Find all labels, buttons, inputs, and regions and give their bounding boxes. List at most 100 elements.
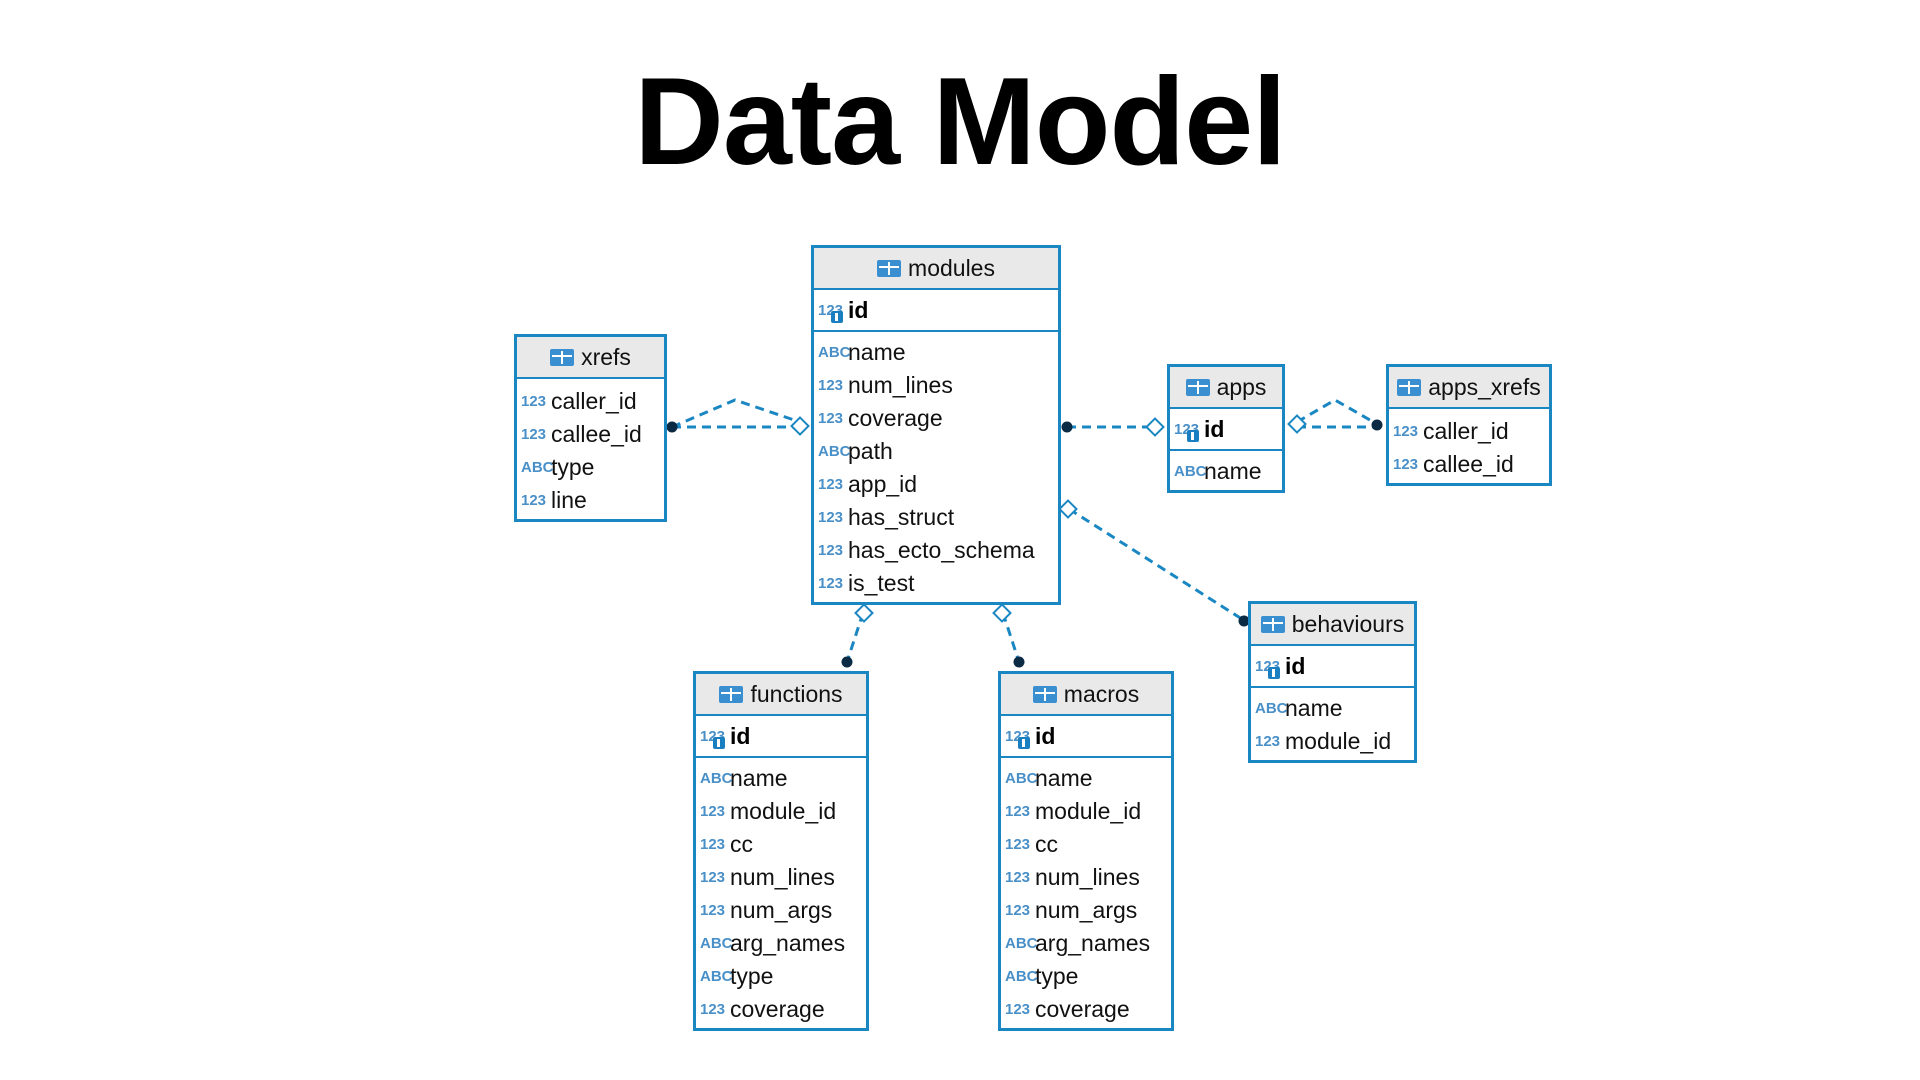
int-type-icon: 123 — [521, 393, 547, 410]
column-name: name — [1035, 765, 1093, 791]
text-type-icon: ABC — [818, 344, 851, 361]
int-type-icon: 123 — [1005, 869, 1031, 886]
int-type-icon: 123 — [700, 803, 726, 820]
connector-dot-appsxrefs — [1371, 419, 1383, 431]
table-header: macros — [1001, 674, 1171, 716]
key-icon — [1268, 666, 1280, 679]
connector-appsxrefs-apps — [1296, 398, 1378, 426]
table-name: modules — [908, 254, 995, 281]
int-type-icon: 123 — [1005, 902, 1031, 919]
column-name: caller_id — [551, 388, 637, 414]
key-icon — [831, 310, 843, 323]
int-type-icon: 123 — [818, 542, 844, 559]
table-name: macros — [1063, 680, 1140, 707]
primary-key-row: 123 id — [1251, 646, 1414, 688]
column-name: path — [848, 438, 893, 464]
column-name: coverage — [730, 996, 825, 1022]
int-type-icon: 123 — [1005, 803, 1031, 820]
connector-dot-functions — [841, 656, 853, 668]
int-type-icon: 123 — [700, 836, 726, 853]
column-name: arg_names — [730, 930, 846, 956]
column-name: type — [730, 963, 774, 989]
column-name: callee_id — [1423, 451, 1514, 477]
text-type-icon: ABC — [1005, 770, 1038, 787]
table-icon — [877, 259, 902, 277]
connector-dot-xrefs — [666, 421, 678, 433]
text-type-icon: ABC — [521, 459, 554, 476]
connector-diamond-appsxrefs — [1287, 414, 1307, 434]
connector-behaviours-modules — [1068, 507, 1246, 623]
column-name: module_id — [1285, 728, 1392, 754]
column-name: coverage — [848, 405, 943, 431]
column-name: name — [1285, 695, 1343, 721]
pk-name: id — [730, 722, 751, 749]
pk-name: id — [1035, 722, 1056, 749]
column-name: num_args — [1035, 897, 1138, 923]
table-icon — [1397, 378, 1422, 396]
table-name: apps — [1216, 373, 1267, 400]
column-name: app_id — [848, 471, 918, 497]
primary-key-row: 123 id — [1170, 409, 1282, 451]
connector-dot-behaviours — [1238, 615, 1250, 627]
column-name: module_id — [1035, 798, 1142, 824]
table-name: xrefs — [581, 343, 631, 370]
text-type-icon: ABC — [700, 770, 733, 787]
table-name: behaviours — [1291, 610, 1405, 637]
int-type-icon: 123 — [818, 410, 844, 427]
column-name: cc — [1035, 831, 1058, 857]
key-icon — [1187, 429, 1199, 442]
column-name: num_lines — [730, 864, 835, 890]
table-icon — [550, 348, 575, 366]
text-type-icon: ABC — [818, 443, 851, 460]
table-header: functions — [696, 674, 866, 716]
column-name: line — [551, 487, 587, 513]
column-name: num_lines — [1035, 864, 1140, 890]
column-name: coverage — [1035, 996, 1130, 1022]
int-type-icon: 123 — [700, 902, 726, 919]
connector-functions-modules — [845, 612, 865, 663]
int-type-icon: 123 — [521, 492, 547, 509]
table-icon — [1032, 685, 1057, 703]
int-type-icon: 123 — [1005, 1001, 1031, 1018]
text-type-icon: ABC — [1255, 700, 1288, 717]
int-type-icon: 123 — [521, 426, 547, 443]
text-type-icon: ABC — [1005, 968, 1038, 985]
connector-diamond-apps-modules — [1145, 417, 1165, 437]
int-type-icon: 123 — [1393, 456, 1419, 473]
int-type-icon: 123 — [1005, 836, 1031, 853]
column-name: num_args — [730, 897, 833, 923]
connector-xrefs-modules — [671, 398, 801, 429]
